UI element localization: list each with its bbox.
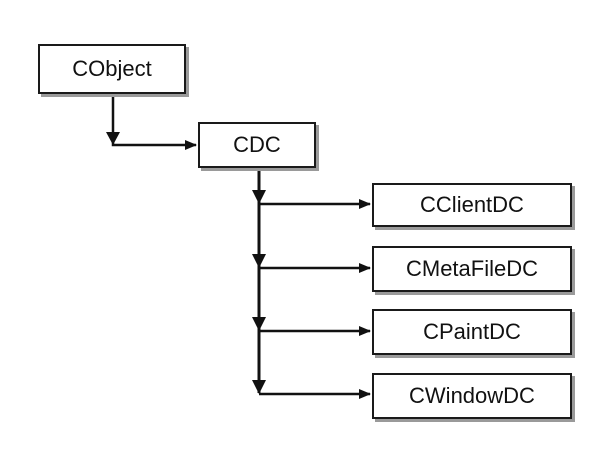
- junction-arrow-4: [252, 380, 266, 394]
- junction-arrow-cobject: [106, 132, 120, 145]
- junction-arrow-2: [252, 254, 266, 268]
- node-cdc: CDC: [198, 122, 316, 168]
- junction-arrow-3: [252, 317, 266, 331]
- junction-arrow-1: [252, 190, 266, 204]
- node-cobject: CObject: [38, 44, 186, 94]
- node-label: CObject: [72, 56, 152, 81]
- edge-cobject-to-cdc: [111, 94, 197, 150]
- node-cwindowdc: CWindowDC: [372, 373, 572, 419]
- node-label: CPaintDC: [423, 319, 521, 344]
- node-label: CMetaFileDC: [405, 256, 539, 281]
- node-label: CClientDC: [420, 192, 524, 217]
- node-label: CDC: [233, 132, 281, 157]
- node-label: CWindowDC: [409, 383, 535, 408]
- node-cmetafiledc: CMetaFileDC: [372, 246, 572, 292]
- node-cclientdc: CClientDC: [372, 183, 572, 227]
- node-cpaintdc: CPaintDC: [372, 309, 572, 355]
